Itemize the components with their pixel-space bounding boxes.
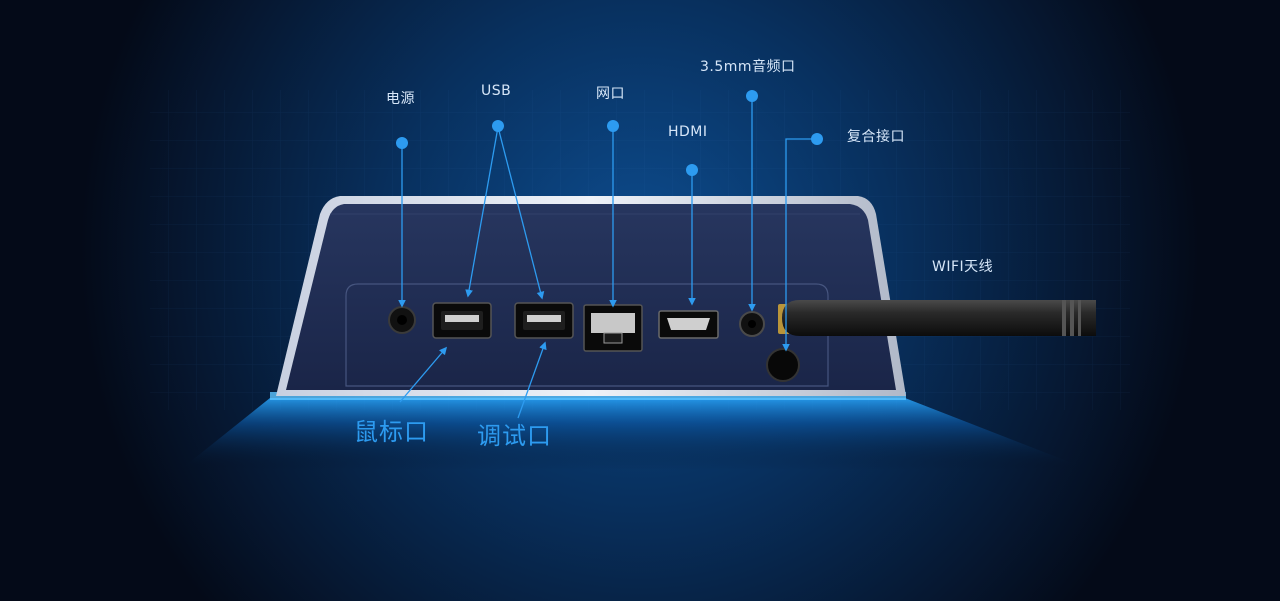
ethernet-port (583, 304, 643, 352)
callout-usb-right (497, 126, 545, 300)
audio-port (739, 311, 765, 337)
dot-audio (746, 90, 758, 102)
callout-lines (398, 97, 816, 419)
dot-usb (492, 120, 504, 132)
callout-mouse (399, 346, 448, 403)
label-audio: 3.5mm音频口 (700, 59, 796, 75)
label-usb: USB (481, 83, 512, 99)
power-port (388, 306, 416, 334)
dot-hdmi (686, 164, 698, 176)
usb-port-debug (514, 302, 574, 339)
dot-network (607, 120, 619, 132)
callout-debug (517, 341, 547, 419)
hdmi-port (658, 310, 719, 339)
wifi-antenna (778, 300, 1096, 336)
callout-dots (396, 90, 823, 176)
callout-usb-left (465, 126, 499, 298)
floor-light (180, 398, 1090, 470)
label-power: 电源 (386, 91, 415, 107)
label-debug: 调试口 (477, 422, 552, 450)
usb-port-mouse (432, 302, 492, 339)
device-body (276, 196, 906, 396)
label-mouse: 鼠标口 (354, 418, 429, 446)
label-composite: 复合接口 (847, 129, 905, 145)
composite-port (766, 348, 800, 382)
label-network: 网口 (596, 86, 625, 102)
dot-composite (811, 133, 823, 145)
label-hdmi: HDMI (668, 124, 708, 140)
callout-composite (782, 138, 816, 352)
dot-power (396, 137, 408, 149)
label-wifi: WIFI天线 (932, 259, 994, 275)
